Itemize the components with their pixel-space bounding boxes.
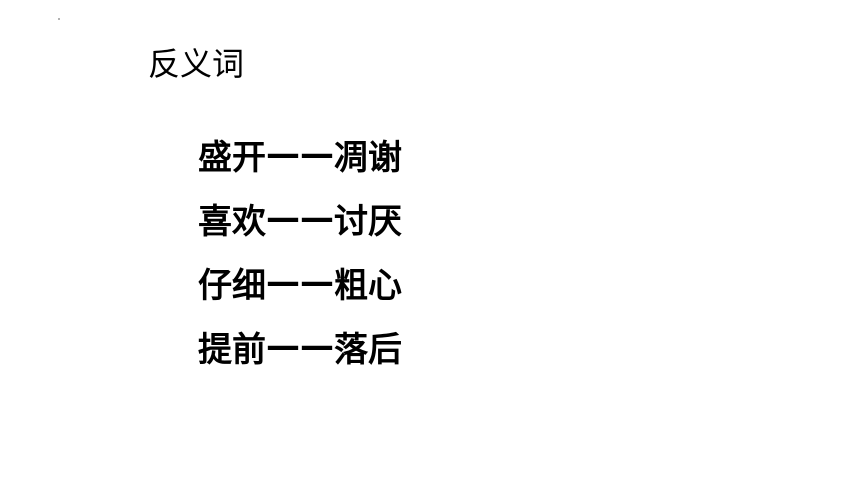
antonym: 凋谢 <box>334 137 402 178</box>
word: 喜欢 <box>198 201 266 242</box>
slide-title: 反义词 <box>148 45 245 83</box>
word: 盛开 <box>198 137 266 178</box>
antonym-pair: 提前——落后 <box>198 314 402 378</box>
word: 提前 <box>198 329 266 370</box>
antonym-list: 盛开——凋谢 喜欢——讨厌 仔细——粗心 提前——落后 <box>198 122 402 378</box>
dash: —— <box>266 262 334 302</box>
antonym-pair: 喜欢——讨厌 <box>198 186 402 250</box>
antonym-pair: 盛开——凋谢 <box>198 122 402 186</box>
word: 仔细 <box>198 265 266 306</box>
dash: —— <box>266 326 334 366</box>
antonym: 落后 <box>334 329 402 370</box>
antonym-pair: 仔细——粗心 <box>198 250 402 314</box>
dash: —— <box>266 134 334 174</box>
dash: —— <box>266 198 334 238</box>
corner-dot <box>58 18 60 20</box>
antonym: 粗心 <box>334 265 402 306</box>
antonym: 讨厌 <box>334 201 402 242</box>
